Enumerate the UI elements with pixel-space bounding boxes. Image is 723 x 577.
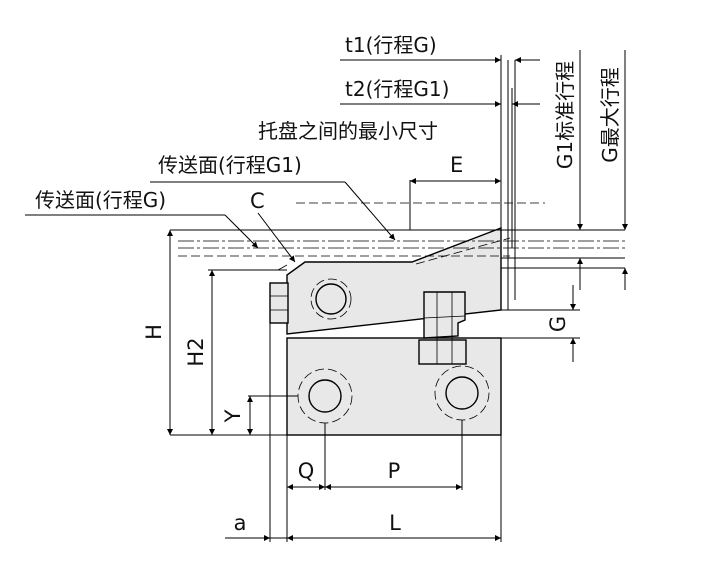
bolt-head [269,282,289,324]
label-c: C [250,189,265,213]
upper-wedge-block [286,226,502,335]
label-conveyor-g1: 传送面(行程G1) [158,153,302,177]
label-y: Y [221,409,245,423]
label-t1: t1(行程G) [345,33,437,57]
label-gap: 托盘之间的最小尺寸 [258,119,438,143]
label-a: a [234,511,247,535]
label-conveyor-g: 传送面(行程G) [35,188,166,212]
label-t2: t2(行程G1) [345,77,449,101]
label-p: P [388,459,401,483]
leader-lines [25,181,396,263]
guide-pin [418,291,467,365]
conveyor-plane-lines [170,202,625,339]
label-l: L [389,511,401,535]
extension-lines [170,55,516,542]
label-h: H [142,324,166,340]
label-h2: H2 [184,337,208,366]
label-g-max-stroke: G最大行程 [598,67,622,163]
lower-hole-right [434,365,490,421]
upper-hole [310,278,352,320]
label-e: E [450,153,463,177]
label-g: G [546,316,570,332]
label-q: Q [298,459,315,483]
label-g1-standard-stroke: G1标准行程 [553,61,577,169]
